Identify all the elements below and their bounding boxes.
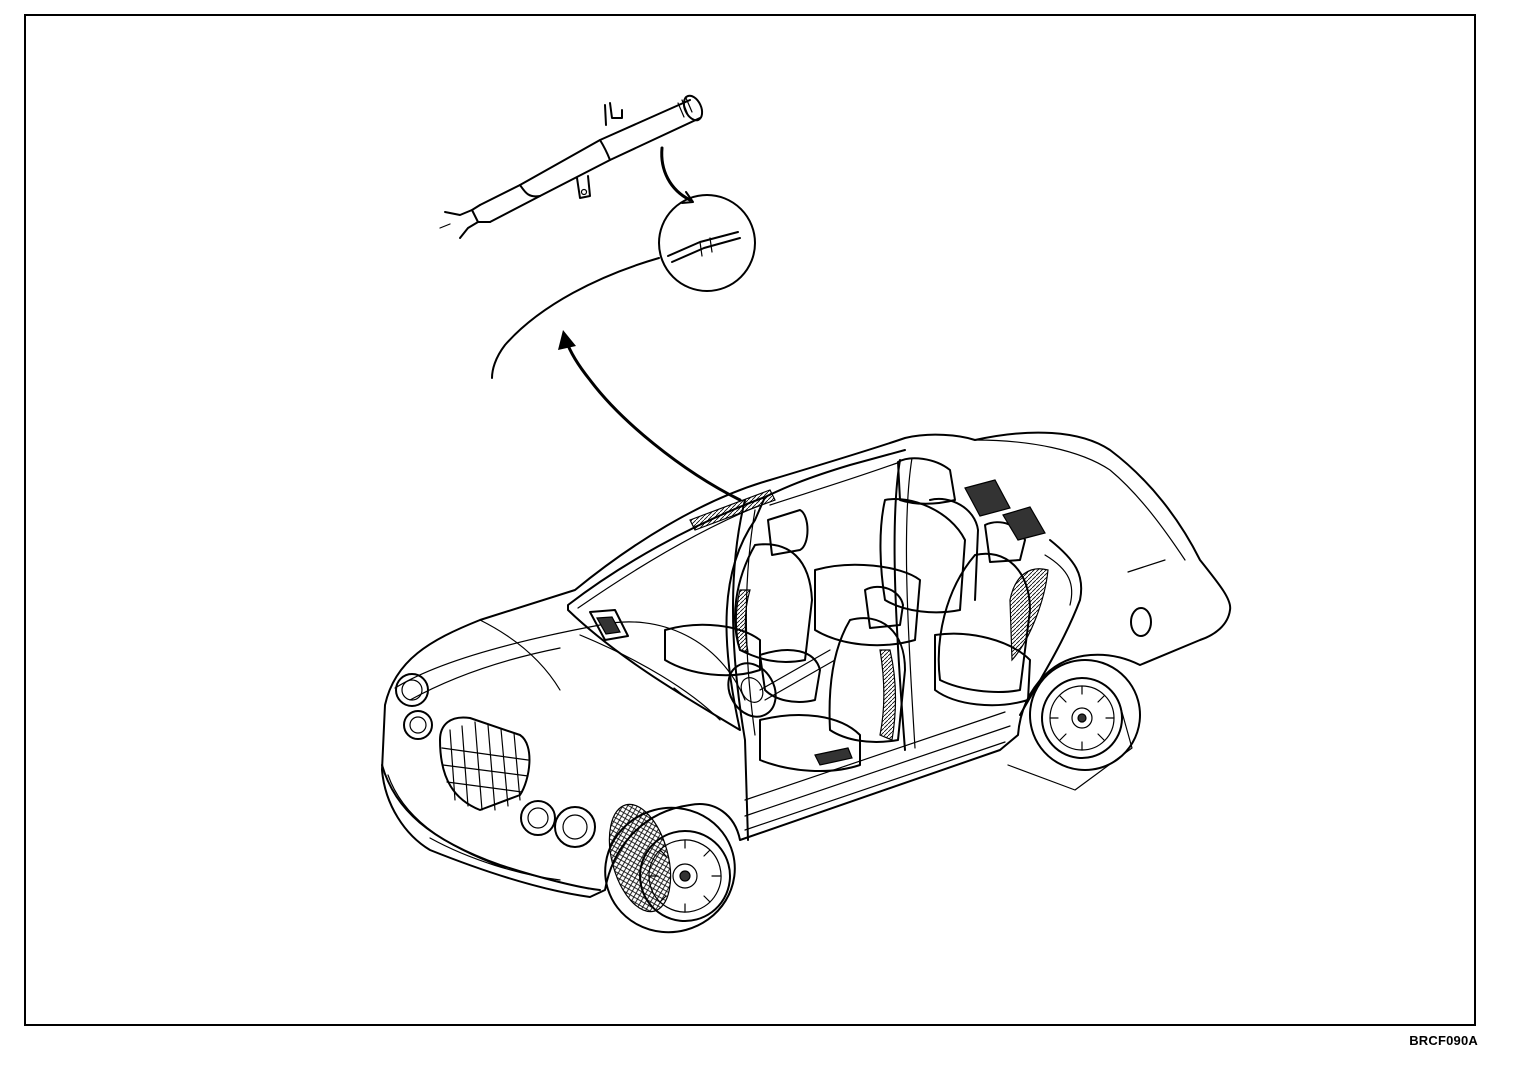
curtain-rail-line xyxy=(491,257,660,379)
magnifier-circle-icon xyxy=(658,194,756,292)
figure-code-label: BRCF090A xyxy=(1409,1033,1478,1048)
curved-arrow-icon xyxy=(558,330,742,502)
leader-line xyxy=(660,146,692,202)
car-cutaway-icon xyxy=(381,431,1232,934)
figure-frame xyxy=(24,14,1476,1026)
inflator-detail-icon xyxy=(439,94,704,239)
